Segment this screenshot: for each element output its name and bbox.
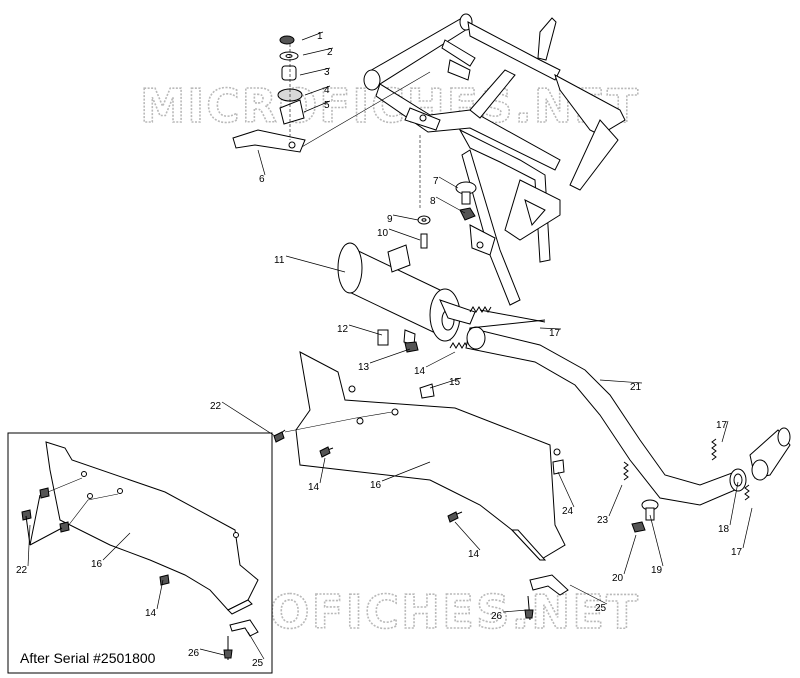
callout-label-c18: 18 xyxy=(718,524,730,535)
inset-after-serial: After Serial #2501800 xyxy=(7,432,273,674)
callout-leader-c8 xyxy=(435,196,466,214)
callout-label-c22b: 22 xyxy=(16,565,28,576)
heat-shield-main xyxy=(273,351,569,621)
callout-label-c25a: 25 xyxy=(595,603,607,614)
callout-leader-c24 xyxy=(557,471,575,508)
callout-leader-c6 xyxy=(257,149,266,176)
callout-label-c16b: 16 xyxy=(91,559,103,570)
callout-label-c26a: 26 xyxy=(491,611,503,622)
callout-leader-c22b xyxy=(27,524,31,567)
muffler xyxy=(337,242,476,353)
exhaust-pipe xyxy=(465,309,791,506)
callout-label-c14d: 14 xyxy=(145,608,157,619)
callout-label-c1: 1 xyxy=(317,31,323,42)
callout-label-c4: 4 xyxy=(324,85,330,96)
callout-label-c7: 7 xyxy=(433,176,439,187)
callout-label-c14a: 14 xyxy=(414,366,426,377)
callout-label-c19: 19 xyxy=(651,565,663,576)
callout-label-c14c: 14 xyxy=(468,549,480,560)
callout-label-c25b: 25 xyxy=(252,658,264,669)
callout-label-c6: 6 xyxy=(259,174,265,185)
callout-leader-c15 xyxy=(429,377,462,389)
inset-caption: After Serial #2501800 xyxy=(20,650,156,666)
callout-leader-c17a xyxy=(539,327,562,330)
callout-leader-c16a xyxy=(381,461,431,482)
callout-leader-c26a xyxy=(502,609,528,613)
callout-label-c20: 20 xyxy=(612,573,624,584)
frame-assembly xyxy=(299,13,626,306)
muffler-mount-stack xyxy=(232,35,306,153)
callout-label-c8: 8 xyxy=(430,196,436,207)
callout-label-c12: 12 xyxy=(337,324,349,335)
callout-leader-c18 xyxy=(729,481,739,526)
callout-leader-c7 xyxy=(438,176,459,189)
callout-label-c26b: 26 xyxy=(188,648,200,659)
callout-leader-c16b xyxy=(102,532,131,561)
callout-label-c5: 5 xyxy=(324,100,330,111)
callout-label-c17c: 17 xyxy=(731,547,743,558)
callout-leader-c11 xyxy=(285,255,346,273)
callout-leader-c25b xyxy=(247,631,265,660)
watermark-top: MICROFICHES.NET xyxy=(140,79,640,133)
callout-leader-c19 xyxy=(649,514,664,567)
callout-leader-c12 xyxy=(348,324,383,336)
callout-label-c15: 15 xyxy=(449,377,461,388)
callout-label-c14b: 14 xyxy=(308,482,320,493)
callout-leader-c20 xyxy=(623,534,637,575)
callout-label-c24: 24 xyxy=(562,506,574,517)
callout-label-c13: 13 xyxy=(358,362,370,373)
callout-leader-c9 xyxy=(392,214,419,221)
callout-leader-c1 xyxy=(301,31,324,41)
callout-leader-c4 xyxy=(304,85,331,96)
callout-label-c2: 2 xyxy=(327,47,333,58)
callout-label-c9: 9 xyxy=(387,214,393,225)
callout-leader-c14d xyxy=(156,579,164,610)
callout-label-c17b: 17 xyxy=(716,420,728,431)
callout-leader-c13 xyxy=(369,348,411,364)
callout-label-c23: 23 xyxy=(597,515,609,526)
callout-leader-c10 xyxy=(388,228,421,241)
callout-leader-c26b xyxy=(199,648,225,656)
mount-hardware xyxy=(417,181,477,249)
callout-leader-c3 xyxy=(299,67,331,76)
callout-label-c22a: 22 xyxy=(210,401,222,412)
callout-label-c10: 10 xyxy=(377,228,389,239)
callout-leader-c17b xyxy=(721,420,729,443)
callout-label-c17a: 17 xyxy=(549,328,561,339)
callout-leader-c25a xyxy=(569,584,608,605)
pipe-hardware xyxy=(631,499,659,533)
callout-label-c11: 11 xyxy=(274,255,285,266)
callout-leader-c14b xyxy=(319,457,326,484)
callout-leader-c14a xyxy=(425,351,456,368)
callout-leader-c22a xyxy=(221,401,276,437)
callout-leader-c23 xyxy=(608,484,623,517)
callout-leader-c14c xyxy=(454,521,481,551)
callout-label-c16a: 16 xyxy=(370,480,382,491)
callout-label-c3: 3 xyxy=(324,67,330,78)
callout-leader-c2 xyxy=(302,47,334,56)
callout-label-c21: 21 xyxy=(630,382,642,393)
callout-leader-c21 xyxy=(599,379,643,384)
callout-leader-c5 xyxy=(303,100,331,113)
callout-leader-c17c xyxy=(742,507,753,549)
